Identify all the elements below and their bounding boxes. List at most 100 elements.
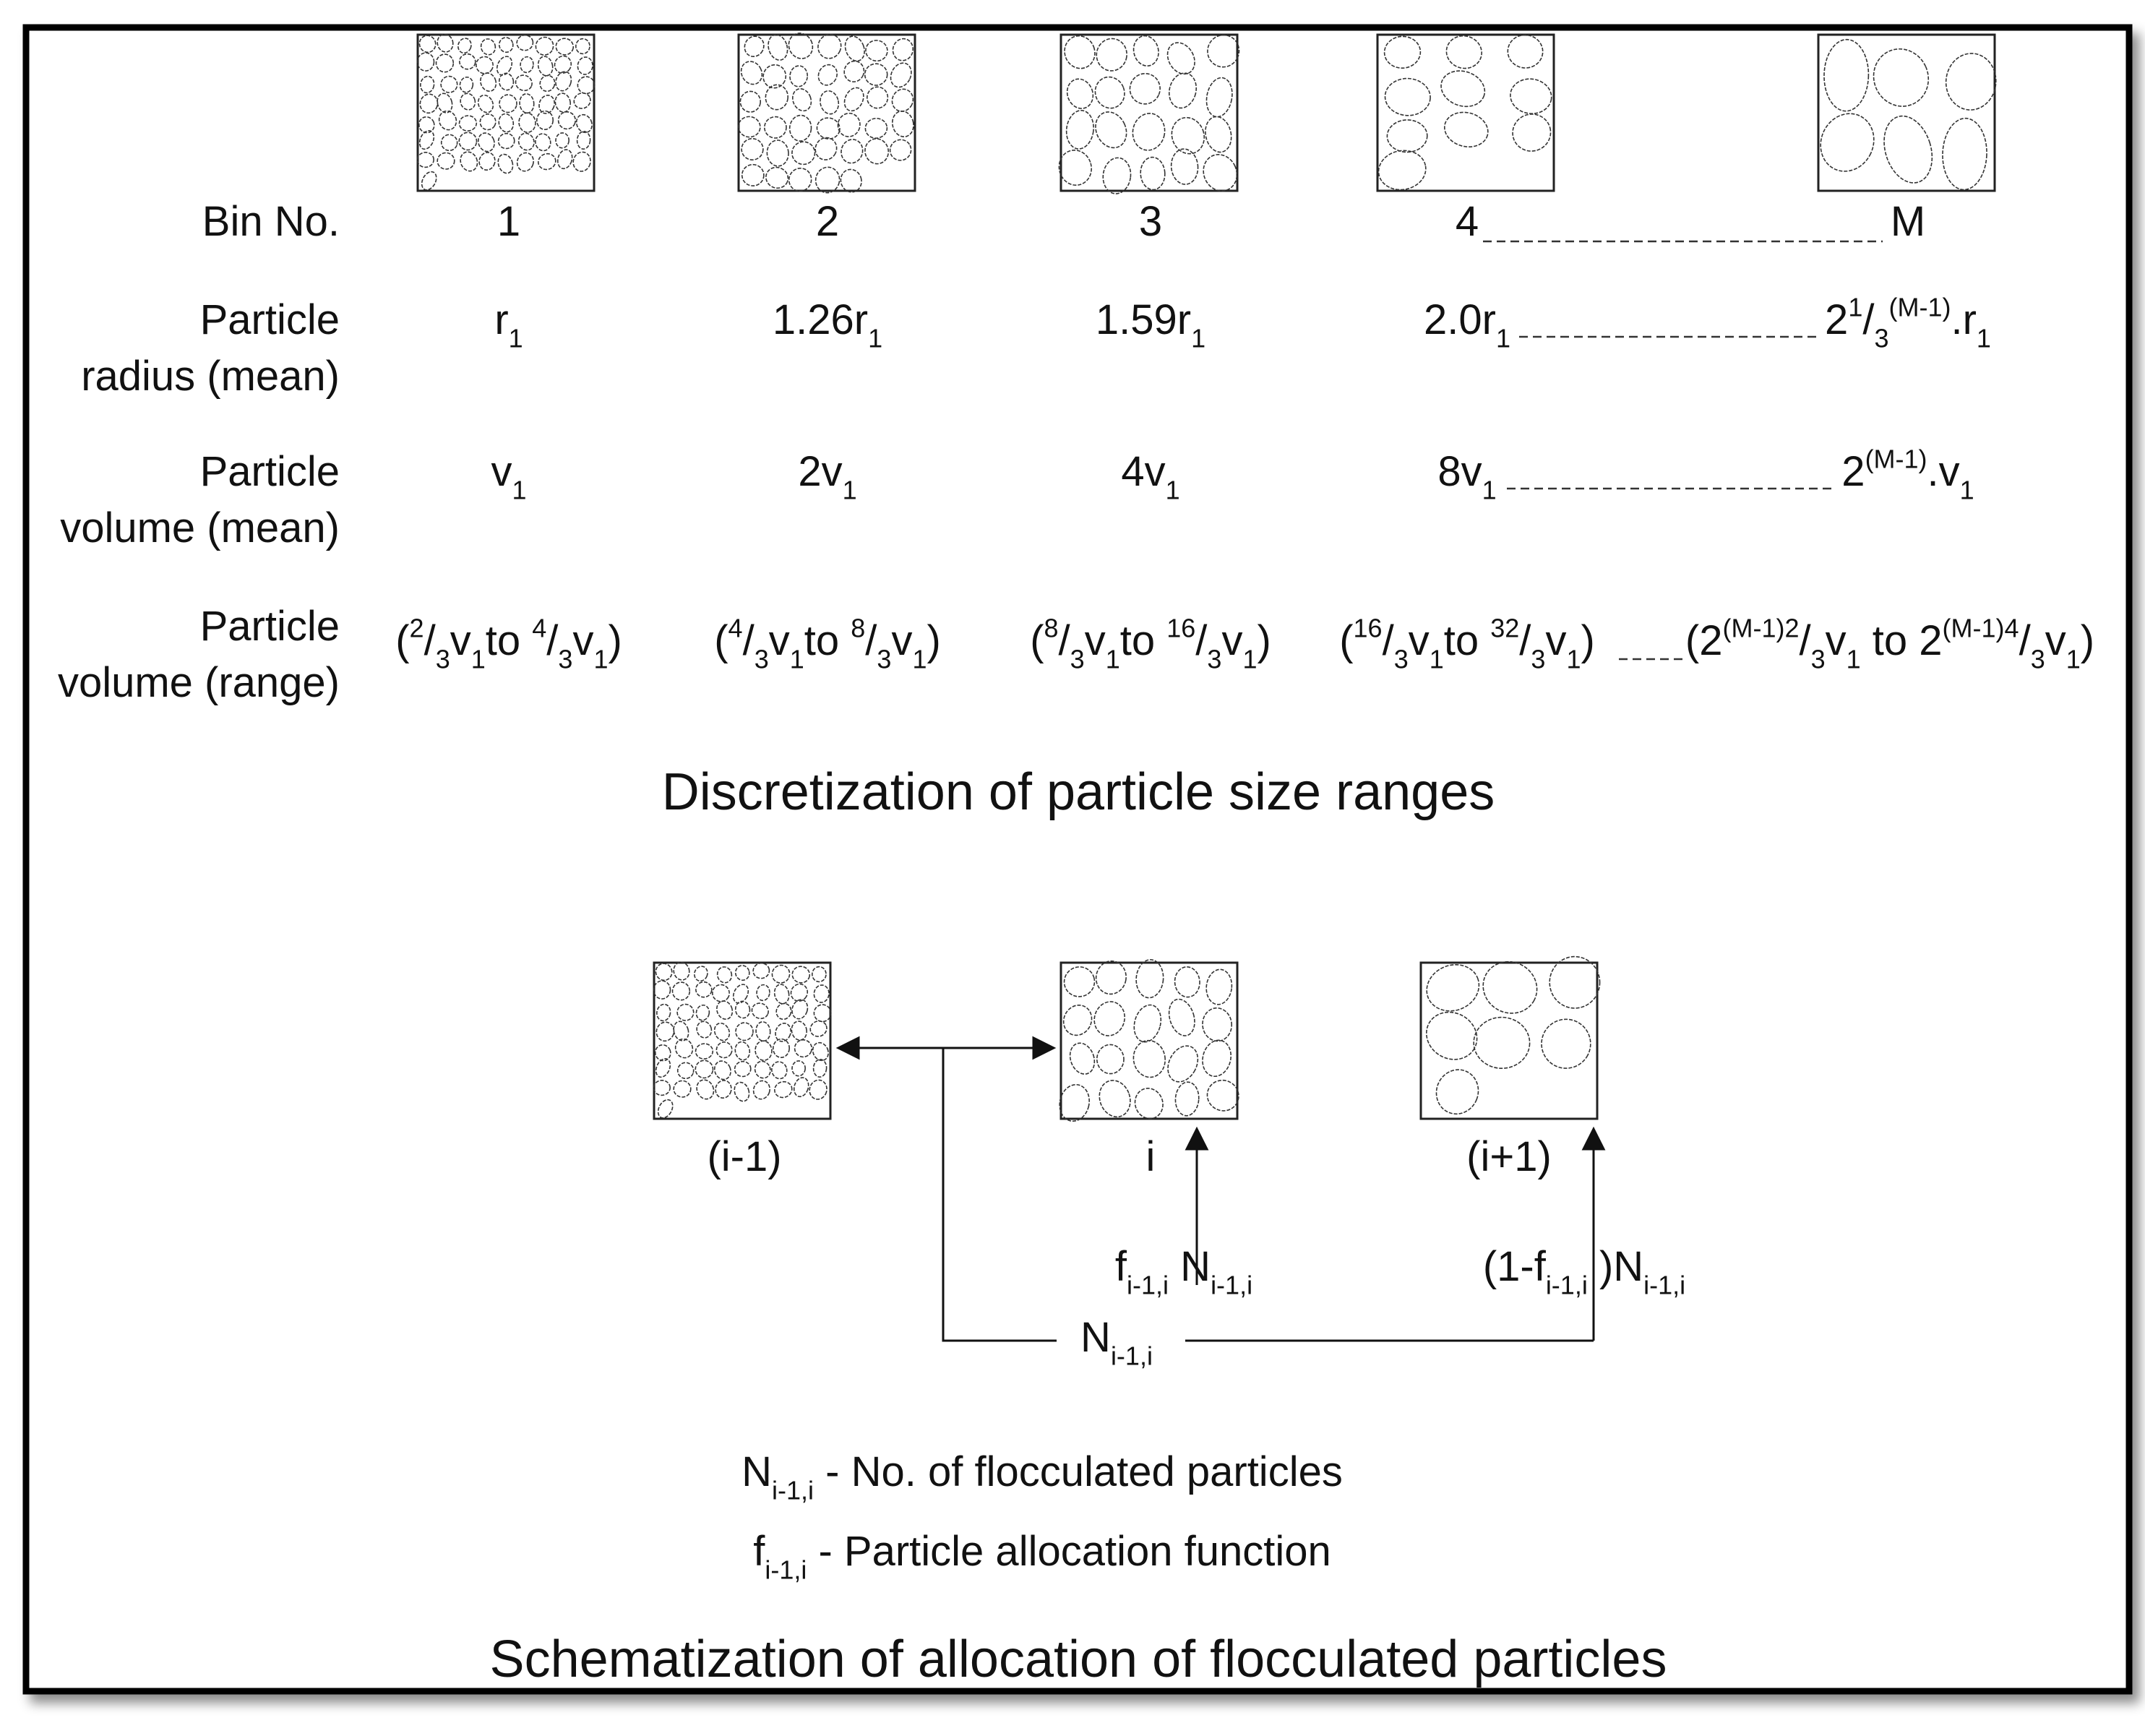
- superscript: 4: [2005, 614, 2019, 643]
- particle-icon: [437, 93, 453, 113]
- subscript: 1: [1166, 476, 1180, 505]
- particle-icon: [673, 961, 690, 981]
- particle-icon: [1171, 116, 1205, 155]
- particle-icon: [1129, 72, 1161, 105]
- math-text: 2: [1825, 296, 1848, 343]
- particle-icon: [656, 1003, 671, 1022]
- particle-icon: [575, 113, 593, 134]
- math-text: v: [1545, 617, 1566, 664]
- particle-icon: [715, 1041, 733, 1059]
- particle-icon: [556, 149, 573, 170]
- particle-icon: [891, 110, 914, 138]
- particle-icon: [418, 35, 437, 53]
- superscript: 4: [728, 614, 743, 643]
- math-text: to: [486, 617, 533, 664]
- legend-f-definition: fi-1,i - Particle allocation function: [753, 1528, 1331, 1585]
- math-text: v: [450, 617, 471, 664]
- superscript: (M-1): [1943, 614, 2005, 643]
- particle-icon: [1207, 34, 1240, 68]
- particle-icon: [1823, 38, 1870, 112]
- math-text: /: [1519, 617, 1531, 664]
- math-text: v: [891, 617, 912, 664]
- math-text: v: [1221, 617, 1242, 664]
- superscript: 1: [1848, 293, 1862, 322]
- math-text: v: [572, 617, 593, 664]
- superscript: 8: [851, 614, 865, 643]
- particle-icon: [844, 35, 865, 62]
- figure-frame: [22, 24, 2133, 1695]
- bin-label-i-plus-1: (i+1): [1466, 1133, 1552, 1180]
- subscript: 3: [2031, 645, 2045, 674]
- math-text: to: [1444, 617, 1491, 664]
- particle-icon: [765, 166, 789, 189]
- particle-icon: [479, 113, 497, 131]
- particle-icon: [1133, 1004, 1162, 1043]
- math-text: ): [608, 617, 622, 664]
- particle-icon: [476, 56, 494, 74]
- math-text: /: [865, 617, 877, 664]
- particle-icon: [864, 138, 890, 165]
- particle-icon: [732, 984, 749, 1004]
- math-text: v: [2045, 617, 2066, 664]
- particle-icon: [1168, 72, 1198, 109]
- subscript: 1: [2066, 645, 2081, 674]
- particle-icon: [741, 163, 765, 186]
- superscript: (M-1): [1722, 614, 1784, 643]
- particle-icon: [654, 1044, 671, 1062]
- particle-icon: [840, 168, 862, 193]
- particle-icon: [1063, 966, 1096, 997]
- volume-bin-4: 8v1: [1437, 448, 1496, 505]
- math-text: /: [743, 617, 755, 664]
- particle-icon: [712, 984, 730, 1002]
- particle-icon: [419, 93, 439, 114]
- particle-icon: [1096, 1044, 1125, 1075]
- particle-icon: [865, 40, 888, 62]
- bin-i-particle-box: [1059, 959, 1239, 1122]
- particle-icon: [788, 33, 814, 59]
- subscript: i-1,i: [765, 1555, 807, 1585]
- particle-icon: [813, 1004, 832, 1023]
- particle-box-frame: [1059, 33, 1239, 192]
- particle-icon: [498, 72, 515, 91]
- math-text: /: [1059, 617, 1071, 664]
- math-text: /: [1383, 617, 1395, 664]
- math-text: (: [714, 617, 728, 664]
- particle-icon: [775, 1002, 792, 1020]
- particle-icon: [655, 1058, 671, 1078]
- particle-icon: [788, 114, 812, 142]
- subscript: 1: [1847, 645, 1861, 674]
- particle-icon: [817, 64, 838, 86]
- math-text: N: [741, 1448, 772, 1495]
- particle-icon: [657, 1099, 674, 1119]
- particle-icon: [536, 110, 554, 130]
- flow-line-total: [942, 1048, 1057, 1342]
- math-text: ): [2081, 617, 2094, 664]
- particle-icon: [740, 61, 763, 85]
- math-text: v: [769, 617, 790, 664]
- particle-icon: [1820, 113, 1875, 172]
- particle-icon: [811, 966, 827, 983]
- particle-icon: [1095, 960, 1127, 995]
- subscript: i-1,i: [1546, 1271, 1588, 1300]
- particle-icon: [554, 55, 572, 74]
- particle-icon: [1384, 77, 1431, 116]
- particle-icon: [766, 139, 789, 167]
- particle-icon: [458, 115, 478, 132]
- particle-icon: [809, 1079, 828, 1100]
- superscript: 2: [410, 614, 424, 643]
- particle-icon: [520, 56, 534, 74]
- superscript: 16: [1354, 614, 1383, 643]
- particle-icon: [793, 1077, 809, 1098]
- math-text: /: [424, 617, 437, 664]
- bin-no-1: 1: [497, 198, 520, 245]
- particle-icon: [416, 151, 434, 168]
- subscript: 3: [1874, 324, 1888, 353]
- particle-icon: [555, 38, 575, 56]
- particle-icon: [497, 132, 515, 150]
- particle-icon: [820, 90, 840, 115]
- particle-icon: [498, 113, 515, 133]
- particle-icon: [1135, 959, 1164, 999]
- bin-2-particle-box: [737, 33, 916, 194]
- subscript: i-1,i: [1643, 1271, 1685, 1300]
